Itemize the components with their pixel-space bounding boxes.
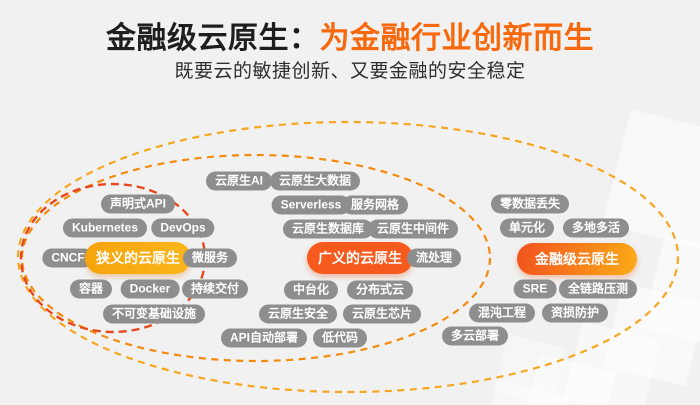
tag-pill: 云原生芯片 xyxy=(342,304,422,324)
tag-pill: 多地多活 xyxy=(562,218,630,238)
tag-pill: 零数据丢失 xyxy=(490,194,570,214)
tag-pill: Docker xyxy=(120,279,180,299)
tag-pill: 持续交付 xyxy=(181,279,249,299)
tag-pill: SRE xyxy=(513,279,557,299)
tag-pill: 单元化 xyxy=(499,218,555,238)
tag-pill: 服务网格 xyxy=(341,195,409,215)
tag-pill: 微服务 xyxy=(182,248,238,268)
tag-pill: 多云部署 xyxy=(441,326,509,346)
tag-pill: 云原生数据库 xyxy=(282,219,374,239)
tag-pill: Serverless xyxy=(271,195,351,215)
header: 金融级云原生：为金融行业创新而生 既要云的敏捷创新、又要金融的安全稳定 xyxy=(0,22,700,83)
tag-pill: API自动部署 xyxy=(220,328,308,348)
narrow-cloud-native-pill: 狭义的云原生 xyxy=(85,242,191,274)
tag-pill: 资损防护 xyxy=(541,303,609,323)
tag-pill: 中台化 xyxy=(283,280,339,300)
broad-cloud-native-pill: 广义的云原生 xyxy=(307,242,413,274)
tag-pill: 云原生中间件 xyxy=(367,219,459,239)
tag-pill: 云原生安全 xyxy=(258,304,338,324)
tag-pill: CNCF xyxy=(42,248,94,268)
financial-cloud-native-pill: 金融级云原生 xyxy=(517,243,637,275)
tag-pill: 容器 xyxy=(69,279,113,299)
tag-pill: 云原生大数据 xyxy=(269,171,361,191)
tag-pill: 分布式云 xyxy=(346,280,414,300)
ellipse-broad-cloud-native xyxy=(20,153,492,363)
tag-pill: DevOps xyxy=(151,218,215,238)
tag-pill: Kubernetes xyxy=(62,218,148,238)
title-accent-part: 为金融行业创新而生 xyxy=(319,22,594,55)
page-title: 金融级云原生：为金融行业创新而生 xyxy=(0,22,700,56)
subtitle: 既要云的敏捷创新、又要金融的安全稳定 xyxy=(174,61,526,82)
tag-pill: 声明式API xyxy=(100,194,176,214)
tag-pill: 云原生AI xyxy=(205,171,273,191)
tag-pill: 不可变基础设施 xyxy=(102,304,206,324)
tag-pill: 全链路压测 xyxy=(558,279,638,299)
tag-pill: 低代码 xyxy=(312,328,368,348)
tag-pill: 混沌工程 xyxy=(468,303,536,323)
title-black-part: 金融级云原生： xyxy=(106,22,320,55)
tag-pill: 流处理 xyxy=(406,248,462,268)
